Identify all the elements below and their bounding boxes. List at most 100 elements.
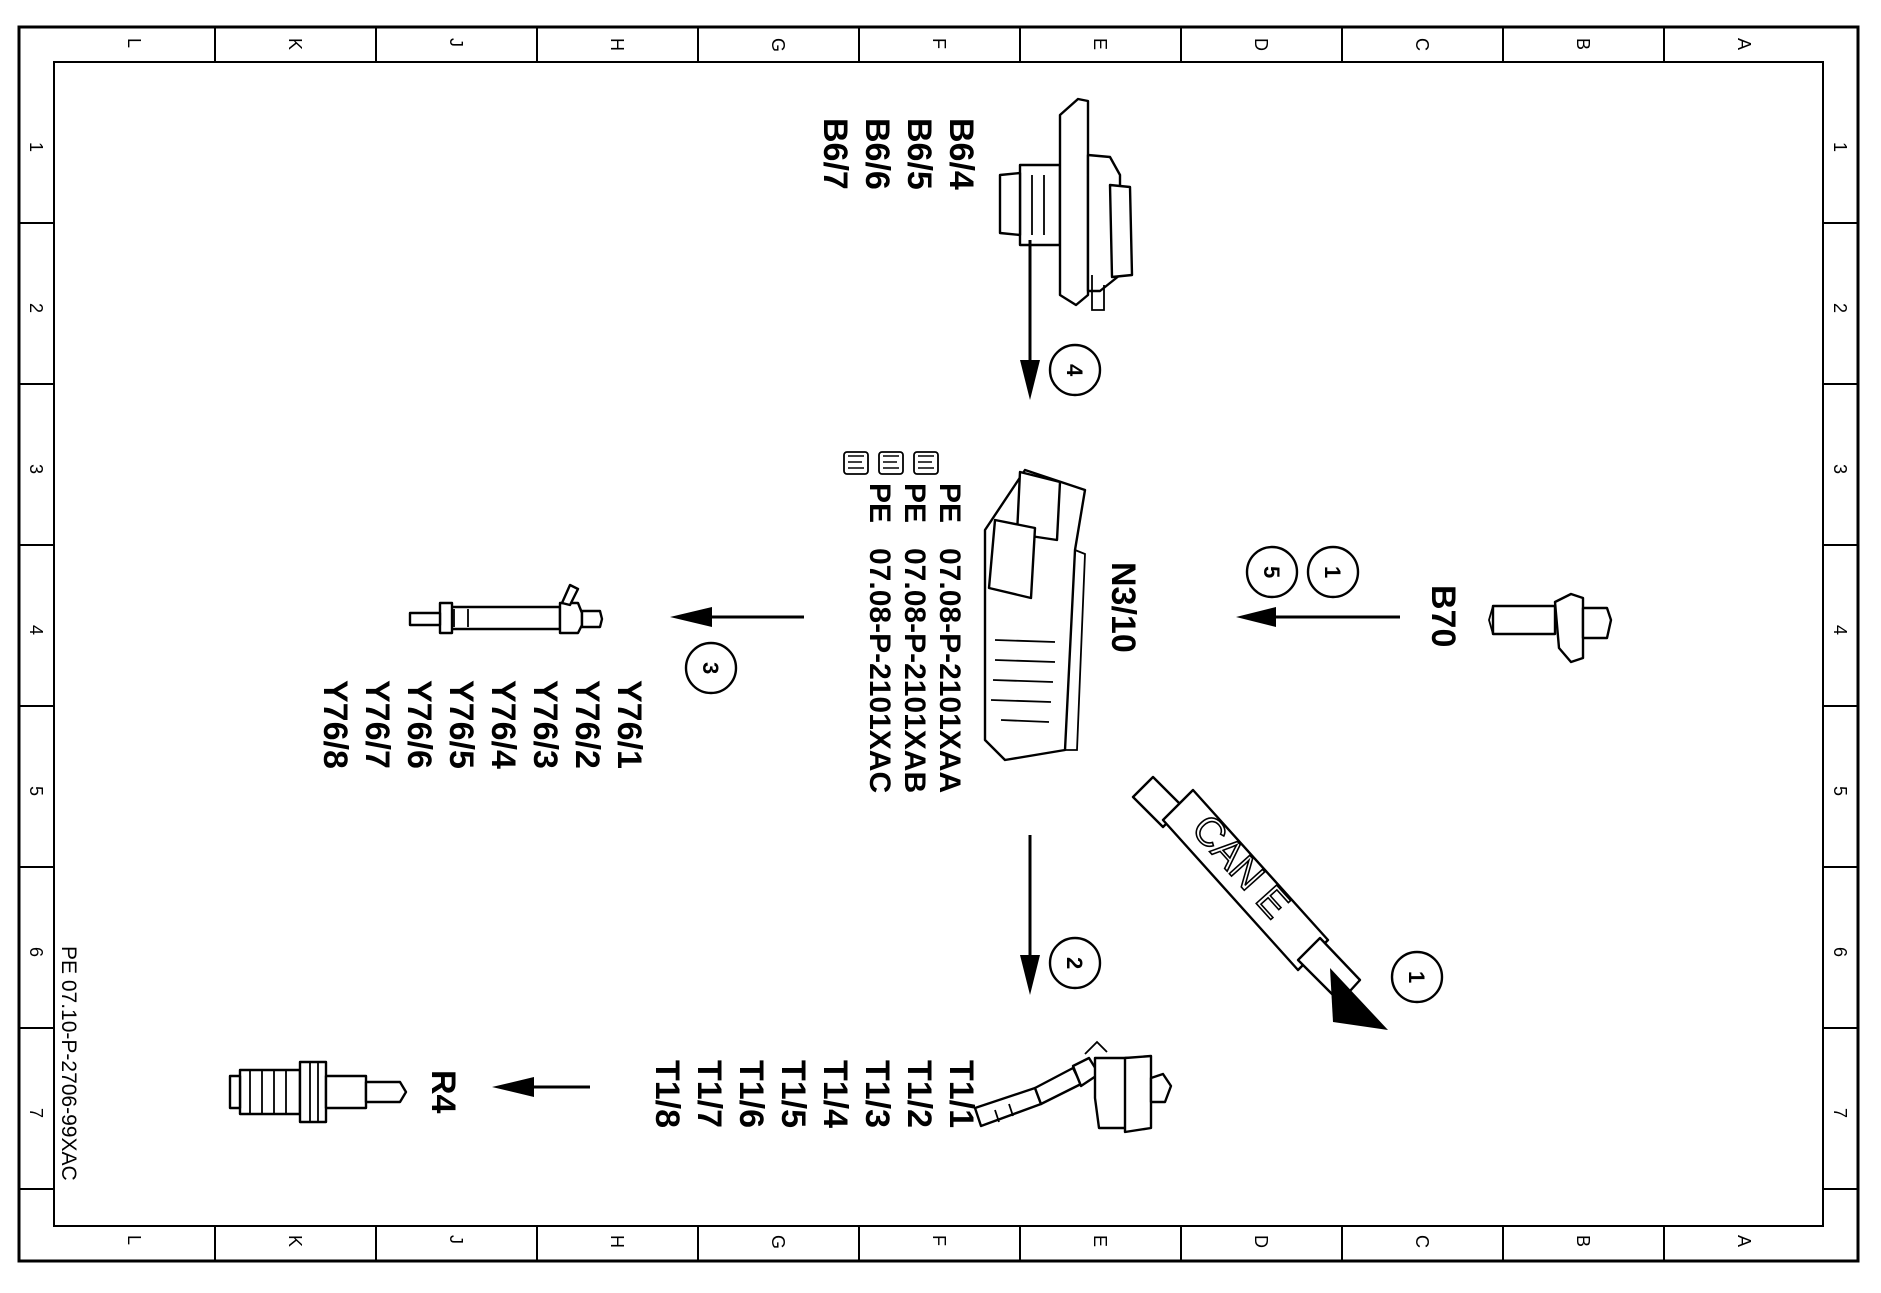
inner-frame [53,61,1824,1227]
outer-frame [17,25,1860,1263]
ignition-coil-label: T1/2 [900,1060,938,1128]
camshaft-sensor-labels: B6/4B6/5B6/6B6/7 [816,118,980,190]
column-letter-bottom: F [929,1235,949,1246]
column-letter-top: F [929,38,949,49]
pe-reference-row[interactable]: PE 07.08-P-2101XAA [913,451,966,793]
ignition-coil-label: T1/8 [648,1060,686,1128]
pointing-hand-icon [878,451,904,475]
column-letter-bottom: B [1573,1235,1593,1247]
callout-number: 2 [1062,957,1087,969]
column-letter-top: B [1573,38,1593,50]
arrowhead-coil-to-plug [492,1077,534,1097]
row-number-left: 7 [26,1108,46,1118]
callouts: 4 3 2 1 5 1 [684,343,1444,1004]
pe-references: PE07.08-P-2101XAAPE07.08-P-2101XABPE07.0… [843,451,966,793]
pe-prefix: PE [863,483,896,523]
column-letter-bottom: E [1090,1235,1110,1247]
ignition-coil-label: T1/7 [690,1060,728,1128]
callout-number: 4 [1062,364,1087,377]
pe-reference-row[interactable]: PE 07.08-P-2101XAC [843,451,896,793]
callout-3: 3 [684,641,738,695]
callout-5: 5 [1245,545,1299,599]
ignition-coil-label: T1/3 [858,1060,896,1128]
crankshaft-position-sensor-icon [1488,592,1613,664]
column-letter-top: K [285,38,305,50]
column-letter-bottom: H [607,1235,627,1248]
column-letter-top: L [124,38,144,48]
row-number-right: 1 [1830,142,1850,152]
injector-label: Y76/3 [526,680,564,769]
injector-label: Y76/8 [316,680,354,769]
spark-plug-icon [228,1060,408,1124]
can-e-label: CAN E [1183,807,1297,927]
pe-prefix: PE [898,483,931,523]
column-letter-top: H [607,38,627,51]
fuel-injector-icon [408,583,604,635]
ecu-label: N3/10 [1104,562,1142,653]
column-letter-bottom: A [1734,1235,1754,1247]
row-number-left: 3 [26,464,46,474]
pointing-hand-icon [913,451,939,475]
row-number-right: 6 [1830,947,1850,957]
pe-prefix: PE [933,483,966,523]
pe-document-link: 07.08-P-2101XAB [898,548,931,793]
document-reference: PE 07.10-P-2706-99XAC [57,946,80,1181]
camshaft-sensor-label: B6/5 [900,118,938,190]
row-number-right: 4 [1830,625,1850,635]
ignition-coil-labels: T1/1T1/2T1/3T1/4T1/5T1/6T1/7T1/8 [648,1060,980,1128]
pointing-hand-icon [843,451,869,475]
callout-number: 5 [1259,566,1284,578]
column-letter-top: J [446,38,466,47]
column-letter-bottom: D [1251,1235,1271,1248]
row-number-right: 7 [1830,1108,1850,1118]
camshaft-position-sensor-icon [998,97,1134,311]
injector-label: Y76/6 [400,680,438,769]
arrowhead-ecu-to-injectors [670,607,712,627]
can-bus-indicator [1131,775,1388,1030]
r4-label: R4 [424,1070,462,1114]
callout-1-can: 1 [1390,950,1444,1004]
column-letter-top: D [1251,38,1271,51]
pe-document-link: 07.08-P-2101XAA [933,548,966,793]
callout-number: 3 [698,662,723,674]
column-letter-bottom: C [1412,1235,1432,1248]
row-number-right: 3 [1830,464,1850,474]
engine-control-unit-icon [983,468,1087,762]
column-letter-top: A [1734,38,1754,50]
camshaft-sensor-label: B6/7 [816,118,854,190]
ignition-coil-label: T1/4 [816,1060,854,1128]
callout-number: 1 [1404,971,1429,983]
ignition-coil-label: T1/1 [942,1060,980,1128]
row-number-right: 5 [1830,786,1850,796]
column-letter-bottom: G [768,1235,788,1249]
column-letter-top: G [768,38,788,52]
row-number-left: 6 [26,947,46,957]
pe-document-link: 07.08-P-2101XAC [863,548,896,793]
row-number-left: 1 [26,142,46,152]
injector-label: Y76/7 [358,680,396,769]
column-letter-top: C [1412,38,1432,51]
ignition-coil-icon [973,1040,1173,1134]
injector-label: Y76/4 [484,680,522,769]
arrowhead-ecu-to-coils [1020,955,1040,995]
grid-lines [19,27,1858,1261]
row-number-left: 5 [26,786,46,796]
ignition-coil-label: T1/5 [774,1060,812,1128]
pe-reference-row[interactable]: PE 07.08-P-2101XAB [878,451,931,793]
column-letter-bottom: J [446,1235,466,1244]
camshaft-sensor-label: B6/4 [942,118,980,190]
injector-label: Y76/5 [442,680,480,769]
ignition-coil-label: T1/6 [732,1060,770,1128]
callout-2: 2 [1048,936,1102,990]
b70-label: B70 [1424,585,1462,647]
camshaft-sensor-label: B6/6 [858,118,896,190]
injector-label: Y76/2 [568,680,606,769]
column-letter-bottom: K [285,1235,305,1247]
injector-label: Y76/1 [610,680,648,769]
row-number-left: 4 [26,625,46,635]
callout-number: 1 [1320,566,1345,578]
